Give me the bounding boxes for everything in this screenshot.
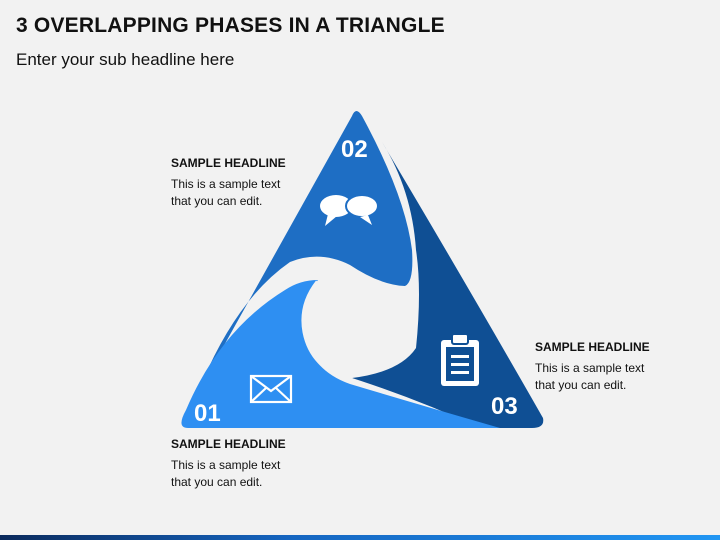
phase-01-body-line1: This is a sample text (171, 458, 281, 472)
phase-02-body-line1: This is a sample text (171, 177, 281, 191)
phase-02-headline: SAMPLE HEADLINE (171, 156, 286, 170)
phase-02-segment (198, 111, 413, 392)
slide-title: 3 OVERLAPPING PHASES IN A TRIANGLE (16, 14, 445, 37)
phase-02-body-line2: that you can edit. (171, 194, 263, 208)
phase-03-segment (352, 142, 544, 428)
phase-02-text: SAMPLE HEADLINE This is a sample text th… (171, 156, 351, 210)
phase-03-headline: SAMPLE HEADLINE (535, 340, 650, 354)
phase-01-number: 01 (194, 400, 221, 427)
chat-bubbles-icon (320, 194, 379, 226)
phase-03-text: SAMPLE HEADLINE This is a sample text th… (535, 340, 715, 394)
slide-subtitle: Enter your sub headline here (16, 50, 235, 69)
clipboard-icon (441, 333, 479, 386)
phase-03-body-line1: This is a sample text (535, 361, 645, 375)
swirl-divider (301, 280, 353, 383)
phase-01-body-line2: that you can edit. (171, 475, 263, 489)
phase-02-number: 02 (341, 136, 368, 163)
bottom-accent-bar (0, 535, 720, 540)
phase-01-text: SAMPLE HEADLINE This is a sample text th… (171, 437, 351, 491)
phase-03-body-line2: that you can edit. (535, 378, 627, 392)
phase-01-headline: SAMPLE HEADLINE (171, 437, 286, 451)
phase-03-number: 03 (491, 393, 518, 420)
phase-01-segment (181, 280, 501, 428)
envelope-icon (249, 374, 293, 404)
